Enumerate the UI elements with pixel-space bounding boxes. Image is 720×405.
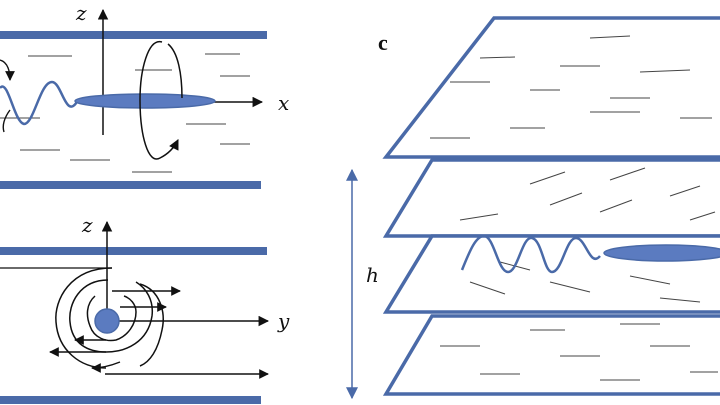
hatch-top-left: [0, 53, 250, 173]
plane-2: [382, 158, 720, 238]
z-axis-label-bottom: z: [81, 213, 93, 237]
rotation-arc-small: [2, 109, 11, 133]
particle-ellipse-top: [74, 93, 216, 109]
panel-bottom-left: z y: [0, 213, 290, 404]
plane-1: [382, 16, 720, 159]
arrow-down-right: [91, 361, 121, 373]
rotation-arrow-x: [139, 41, 179, 160]
panel-c-label: c: [378, 30, 388, 55]
z-axis-label-top: z: [75, 1, 87, 25]
height-label: h: [366, 263, 379, 287]
plate-top-upper: [0, 31, 267, 39]
wave-plane-3: [460, 234, 601, 274]
hatch-plane-2: [459, 167, 716, 221]
rotation-arc-outer: [55, 267, 113, 369]
panel-c: c h: [346, 16, 720, 400]
hatch-plane-1: [430, 35, 712, 139]
hatch-plane-4: [440, 323, 718, 381]
panel-top-left: z x: [0, 1, 289, 189]
particle-circle: [94, 308, 120, 334]
x-axis-label: x: [278, 91, 289, 115]
plate-bottom-upper: [0, 247, 267, 255]
wave-top: [0, 80, 80, 126]
plate-bottom-lower: [0, 396, 261, 404]
rotation-arc-inner: [86, 295, 137, 342]
y-axis-label: y: [277, 309, 290, 333]
rotation-arc-right: [139, 283, 164, 367]
particle-ellipse-c: [603, 244, 720, 262]
rotation-arrow-small: [0, 59, 15, 81]
plate-top-lower: [0, 181, 261, 189]
hatch-plane-3: [469, 261, 701, 303]
rotation-arrow-x-back: [167, 43, 183, 99]
plane-4: [382, 314, 720, 396]
